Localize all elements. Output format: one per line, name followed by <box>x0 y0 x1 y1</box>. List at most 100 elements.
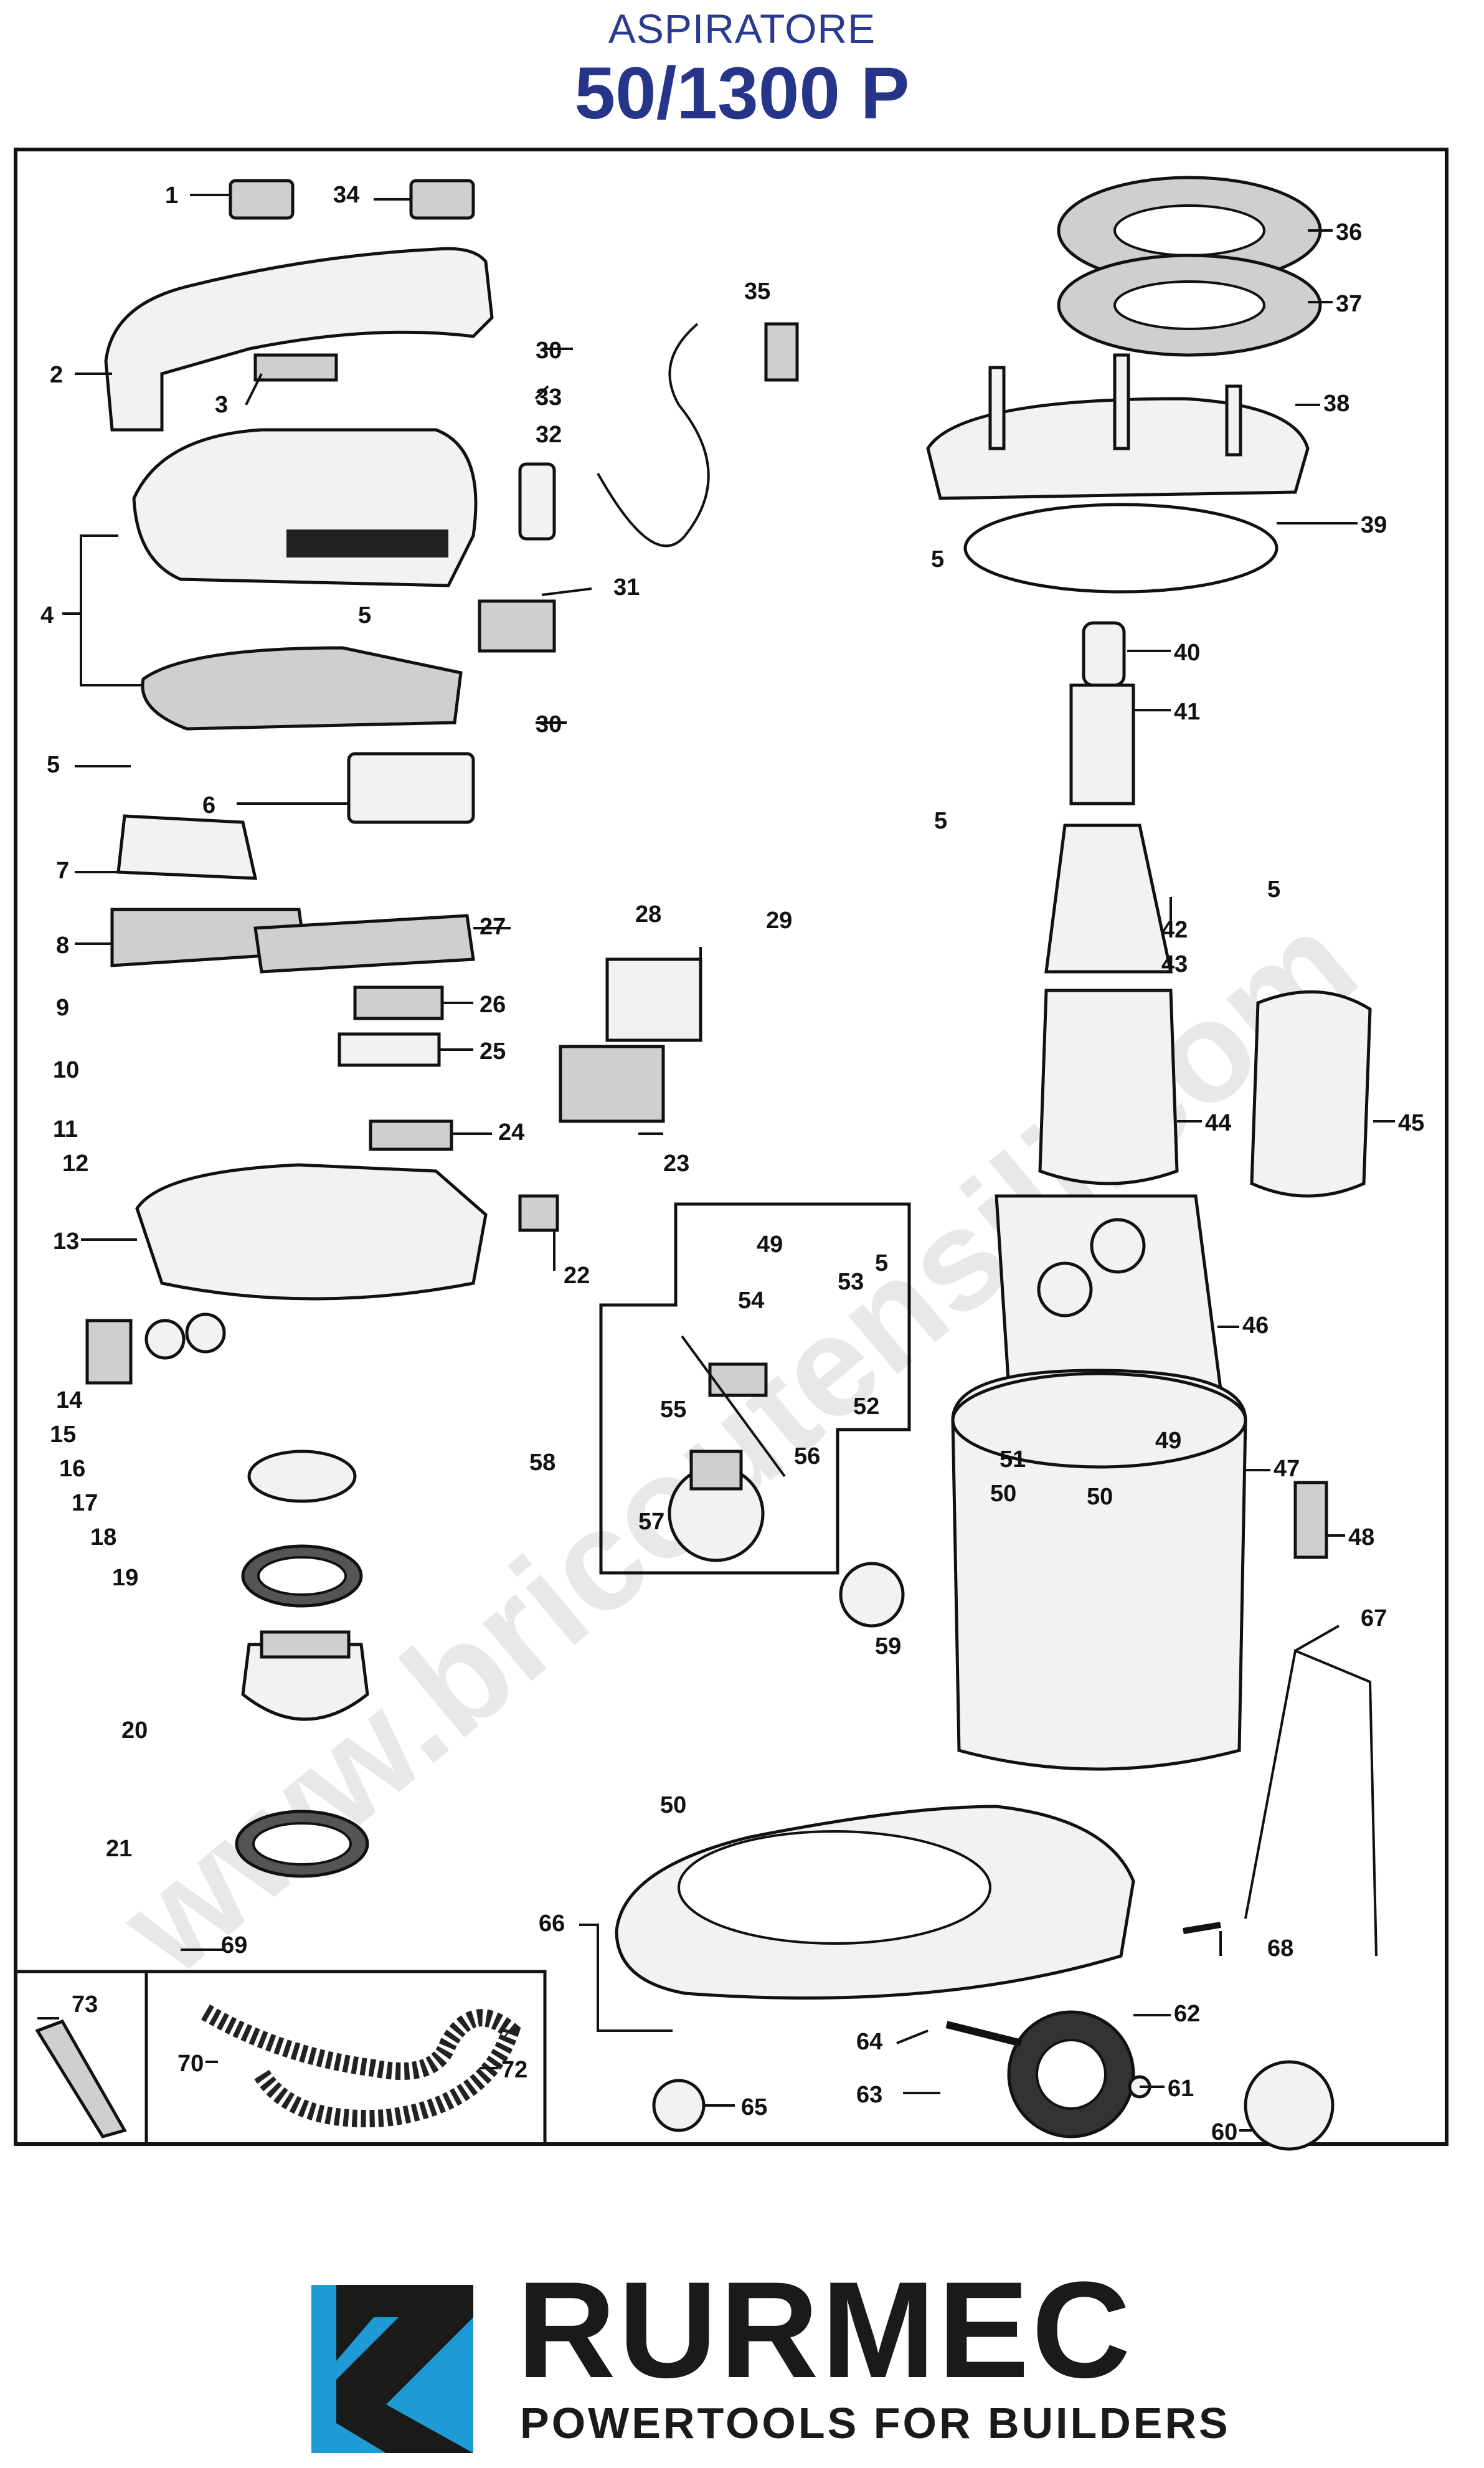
callout: 69 <box>221 1932 247 1958</box>
terminal-part-31 <box>478 599 556 653</box>
callout: 2 <box>50 362 63 388</box>
callout: 41 <box>1174 699 1200 725</box>
callout: 33 <box>536 384 562 411</box>
callout: 32 <box>536 422 562 448</box>
cone-part-43 <box>1044 823 1173 974</box>
pin-part-68 <box>1183 1922 1221 1934</box>
callout: 46 <box>1242 1312 1269 1339</box>
callout: 9 <box>56 995 69 1021</box>
chassis-part-66 <box>615 1805 1135 2000</box>
callout: 60 <box>1211 2119 1237 2145</box>
callout: 5 <box>47 752 60 778</box>
ring-part-18 <box>247 1450 357 1503</box>
callout: 1 <box>165 183 178 209</box>
callout: 23 <box>663 1151 689 1177</box>
board-part-24 <box>369 1119 453 1151</box>
cable-bracket-part-6 <box>347 752 475 824</box>
callout: 50 <box>1087 1484 1113 1510</box>
callout: 4 <box>40 602 54 629</box>
callout: 59 <box>875 1633 901 1659</box>
callout: 58 <box>529 1450 555 1476</box>
callout: 19 <box>112 1565 138 1591</box>
brand-name: RURMEC <box>517 2253 1133 2406</box>
callout: 22 <box>564 1263 590 1289</box>
accessory-box-hose <box>144 1970 547 2146</box>
callout: 12 <box>62 1151 88 1177</box>
callout: 47 <box>1274 1456 1300 1482</box>
callout: 18 <box>90 1524 116 1550</box>
callout: 35 <box>744 278 770 305</box>
callout: 5 <box>875 1250 888 1276</box>
float-part-40 <box>1082 621 1126 687</box>
callout: 67 <box>1361 1605 1387 1631</box>
callout: 66 <box>539 1910 565 1937</box>
callout: 5 <box>931 546 944 572</box>
handle-part-67 <box>1244 1649 1378 1957</box>
callout: 45 <box>1398 1110 1424 1136</box>
callout: 42 <box>1161 917 1188 943</box>
callout: 34 <box>333 182 359 208</box>
callout: 57 <box>638 1509 664 1535</box>
clip-part-22 <box>518 1194 559 1232</box>
cap-part-55 <box>708 1362 768 1397</box>
callout: 50 <box>990 1481 1016 1507</box>
callout-labels: 1 2 3 4 5 5 5 5 5 5 5 6 7 8 9 10 11 12 1… <box>40 182 1424 2145</box>
callout: 49 <box>757 1232 783 1258</box>
callout: 25 <box>480 1038 506 1065</box>
bag-part-46 <box>995 1194 1222 1391</box>
nozzle-part-73 <box>35 2019 127 2138</box>
callout: 54 <box>738 1288 764 1314</box>
callout: 14 <box>56 1387 82 1413</box>
callout: 55 <box>660 1397 686 1423</box>
callout: 50 <box>660 1792 686 1818</box>
callout: 5 <box>358 602 371 629</box>
filter-disc-part-36 <box>1057 176 1322 285</box>
axle-part-64 <box>945 2021 1023 2047</box>
callout: 64 <box>856 2029 882 2055</box>
motor-cover-part-4 <box>132 428 478 587</box>
diagram-frame <box>14 148 1449 2146</box>
cable-part-35 <box>597 322 799 548</box>
callout: 62 <box>1174 2001 1200 2027</box>
callout: 43 <box>1161 951 1188 977</box>
switch-part-34 <box>409 179 475 220</box>
callout: 30 <box>536 711 562 738</box>
caster-part-65 <box>652 2079 706 2132</box>
callout: 28 <box>635 901 661 928</box>
filter-bag-part-44 <box>1038 989 1179 1185</box>
float-cage-part-41 <box>1069 683 1135 805</box>
tank-part-47 <box>951 1369 1247 1771</box>
callout: 31 <box>613 574 640 600</box>
callout: 61 <box>1168 2076 1194 2102</box>
brand-tagline: POWERTOOLS FOR BUILDERS <box>520 2399 1231 2447</box>
foam-part-27 <box>253 914 475 974</box>
callout: 8 <box>56 933 69 959</box>
callout: 44 <box>1205 1110 1231 1136</box>
fan-part-57 <box>668 1450 765 1562</box>
latch-part-48 <box>1293 1481 1328 1559</box>
callout: 51 <box>1000 1446 1026 1473</box>
callout: 16 <box>59 1456 85 1482</box>
callout: 49 <box>1155 1428 1181 1454</box>
bracket-part-3 <box>253 353 338 382</box>
pad-part-25 <box>338 1032 441 1067</box>
callout: 38 <box>1323 391 1349 417</box>
leader-lines <box>37 194 1395 2132</box>
callout: 5 <box>934 808 947 834</box>
callout: 15 <box>50 1421 76 1448</box>
flange-part-59 <box>839 1562 905 1628</box>
model-title: 50/1300 P <box>574 52 910 135</box>
diagram-subtitle: ASPIRATORE <box>608 6 876 52</box>
callout: 7 <box>56 858 69 884</box>
callout: 5 <box>1267 876 1280 903</box>
callout: 3 <box>215 392 228 418</box>
callout: 36 <box>1336 219 1362 245</box>
callout: 21 <box>106 1836 132 1862</box>
callout: 37 <box>1336 291 1362 317</box>
callout: 20 <box>121 1717 148 1744</box>
callout: 30 <box>536 338 562 364</box>
callout: 53 <box>838 1269 864 1295</box>
motor-parts-box <box>599 1202 911 1575</box>
callout: 24 <box>498 1119 524 1146</box>
